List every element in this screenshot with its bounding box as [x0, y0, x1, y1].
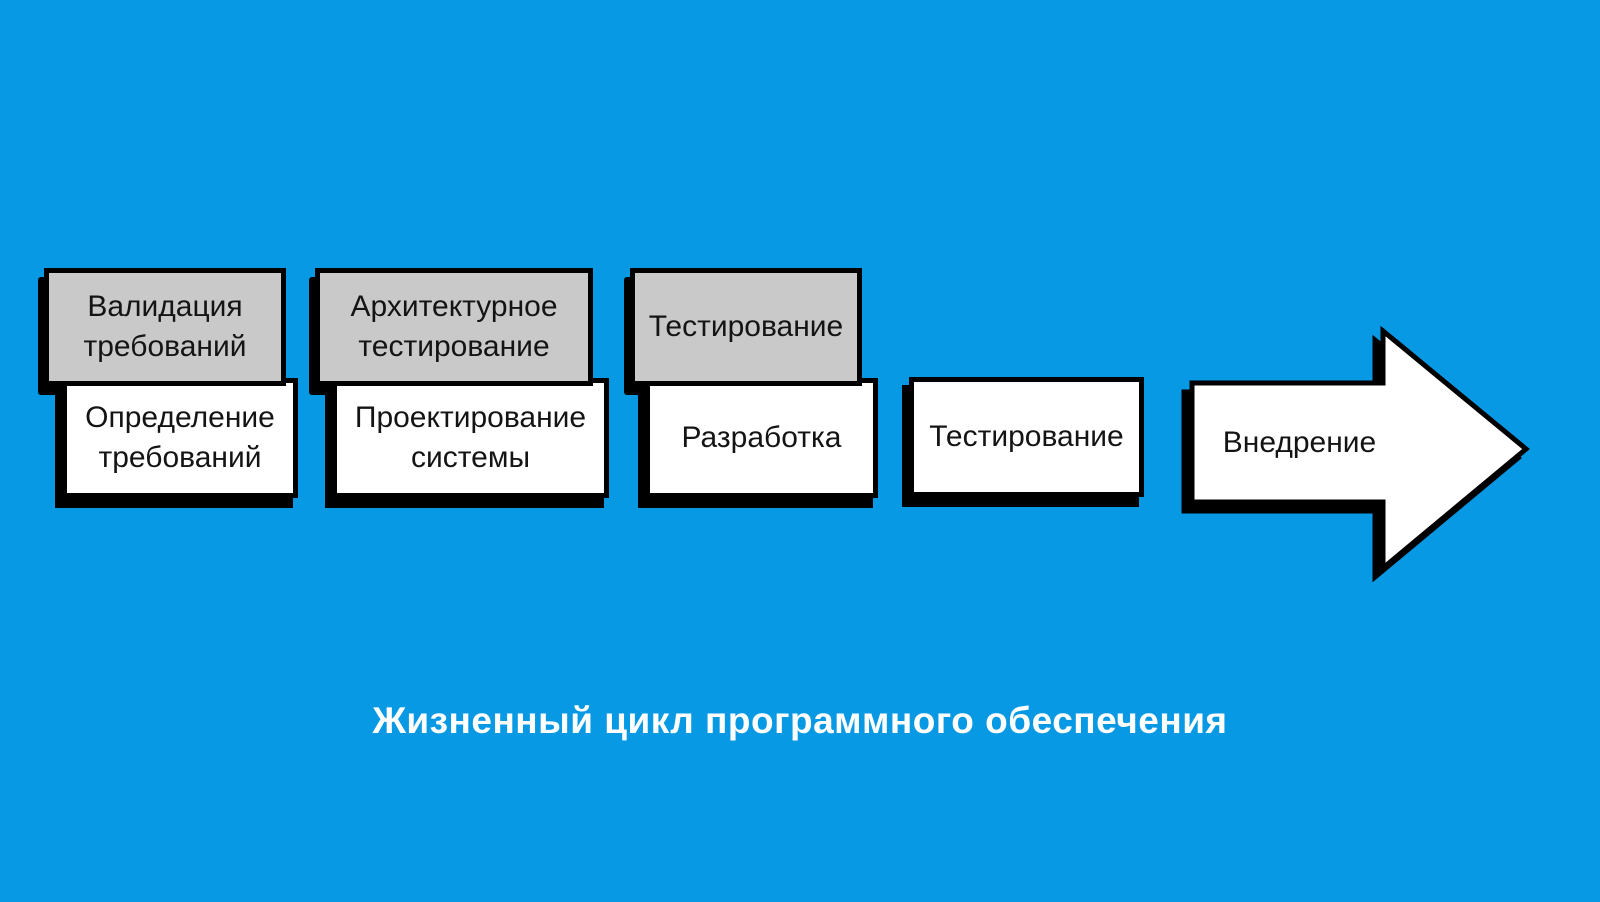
stage-3-base-box: Разработка [645, 378, 878, 498]
stage-3-overlay-label: Тестирование [648, 310, 844, 344]
stage-1-overlay-label: Валидация требований [83, 290, 247, 363]
stage-3-base-label: Разработка [681, 421, 842, 455]
stage-2-overlay-box: Архитектурное тестирование [315, 268, 593, 386]
arrow-polygon [1189, 325, 1530, 574]
stage-2-base-box: Проектирование системы [332, 378, 609, 498]
stage-1-base-box: Определение требований [62, 378, 298, 498]
stage-1-overlay-box: Валидация требований [44, 268, 286, 386]
arrow-shape-svg [1181, 325, 1530, 583]
stage-4-base-box: Тестирование [909, 377, 1144, 497]
stage-4-base-label: Тестирование [929, 420, 1124, 454]
stage-5-arrow-label: Внедрение [1222, 425, 1377, 459]
diagram-title: Жизненный цикл программного обеспечения [372, 700, 1228, 741]
stage-1-base-label: Определение требований [85, 401, 275, 474]
stage-3-overlay-box: Тестирование [630, 268, 862, 386]
stage-2-overlay-label: Архитектурное тестирование [350, 290, 558, 363]
stage-2-base-label: Проектирование системы [354, 401, 587, 474]
